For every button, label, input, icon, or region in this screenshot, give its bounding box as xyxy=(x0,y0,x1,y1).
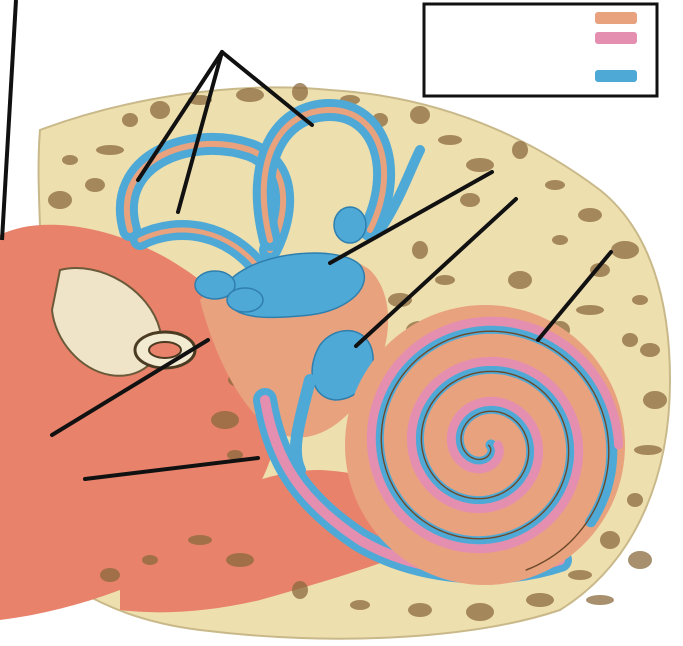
bone-pore xyxy=(410,106,430,124)
bone-pore xyxy=(96,145,124,155)
bone-pore xyxy=(640,343,660,357)
bone-pore xyxy=(466,158,494,172)
bone-pore xyxy=(292,83,308,101)
bone-pore xyxy=(438,135,462,145)
cochlea xyxy=(345,305,625,585)
bone-pore xyxy=(643,391,667,409)
bone-pore xyxy=(576,305,604,315)
bone-pore xyxy=(466,603,494,621)
bone-pore xyxy=(122,113,138,127)
bone-pore xyxy=(586,595,614,605)
bone-pore xyxy=(512,141,528,159)
ampulla-3 xyxy=(227,288,263,312)
bone-pore xyxy=(622,333,638,347)
legend-swatch-perilymph xyxy=(595,12,637,24)
bone-pore xyxy=(188,535,212,545)
bone-pore xyxy=(552,235,568,245)
bone-pore xyxy=(236,88,264,102)
bone-pore xyxy=(48,191,72,209)
bone-pore xyxy=(350,600,370,610)
bone-pore xyxy=(632,295,648,305)
bone-pore xyxy=(568,570,592,580)
legend xyxy=(424,4,657,96)
bone-pore xyxy=(435,275,455,285)
bone-pore xyxy=(627,493,643,507)
bone-pore xyxy=(526,593,554,607)
bone-pore xyxy=(62,155,78,165)
bone-pore xyxy=(226,553,254,567)
bone-pore xyxy=(211,411,239,429)
bone-pore xyxy=(412,241,428,259)
bone-pore xyxy=(292,581,308,599)
bone-pore xyxy=(628,551,652,569)
bone-pore xyxy=(545,180,565,190)
bone-pore xyxy=(85,178,105,192)
bone-pore xyxy=(578,208,602,222)
bone-pore xyxy=(150,101,170,119)
bone-pore xyxy=(611,241,639,259)
bone-pore xyxy=(508,271,532,289)
bone-pore xyxy=(460,193,480,207)
bone-pore xyxy=(100,568,120,582)
bone-pore xyxy=(408,603,432,617)
legend-swatch-membranous xyxy=(595,70,637,82)
bone-pore xyxy=(600,531,620,549)
ampulla-2 xyxy=(334,207,366,243)
bone-pore xyxy=(142,555,158,565)
legend-swatch-endolymph xyxy=(595,32,637,44)
bone-pore xyxy=(634,445,662,455)
